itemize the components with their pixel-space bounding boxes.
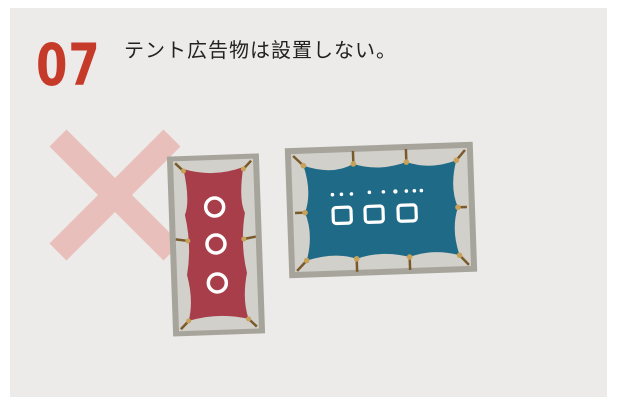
horizontal-banner-icon (284, 141, 478, 279)
rule-caption: テント広告物は設置しない。 (124, 38, 397, 62)
rule-number: 07 (36, 31, 101, 99)
vertical-banner-icon (166, 153, 266, 337)
prohibited-cross-icon (49, 129, 181, 261)
